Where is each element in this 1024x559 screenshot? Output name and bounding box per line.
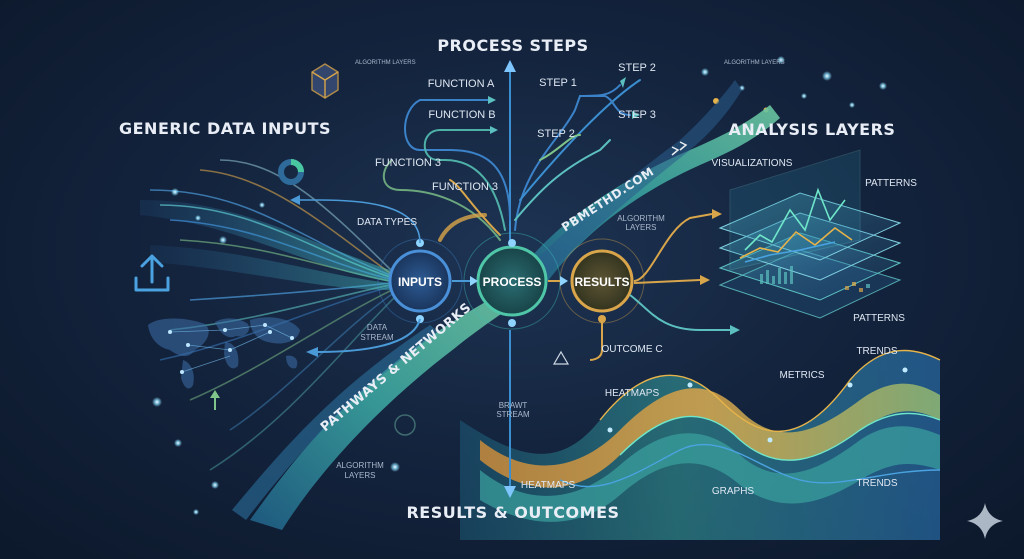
label-step-2-top: STEP 2	[618, 62, 656, 74]
label-brawt-stream: STREAM	[496, 410, 530, 419]
analysis-arrowheads	[700, 209, 740, 335]
label-heatmaps-mid: HEATMAPS	[605, 388, 660, 399]
wave-markers	[607, 367, 908, 443]
process-node-label: PROCESS	[483, 275, 542, 289]
label-function-3-left: FUNCTION 3	[375, 157, 441, 169]
label-patterns-bottom: PATTERNS	[853, 313, 905, 324]
branch-arrowheads	[488, 77, 640, 134]
label-data-types: DATA TYPES	[357, 217, 417, 228]
analysis-mini-charts	[739, 187, 853, 263]
input-stream-ribbons	[140, 200, 390, 290]
label-function-b: FUNCTION B	[428, 109, 495, 121]
process-node: PROCESS	[476, 245, 548, 317]
label-data: DATA	[367, 323, 388, 332]
label-visualizations: VISUALIZATIONS	[712, 158, 793, 169]
label-trends-top: TRENDS	[856, 346, 897, 357]
title-process-steps: PROCESS STEPS	[437, 36, 588, 55]
label-algorithm-layers-top-left: ALGORITHM LAYERS	[355, 60, 416, 66]
label-step-1: STEP 1	[539, 77, 577, 89]
results-to-analysis-arrows	[589, 213, 730, 361]
world-map-graphic	[148, 317, 300, 389]
analysis-layer-stack	[718, 149, 902, 319]
label-stream: STREAM	[360, 333, 394, 342]
label-heatmaps-bottom: HEATMAPS	[521, 480, 576, 491]
ribbon-chevrons	[671, 141, 688, 156]
sparkle-icon	[967, 503, 1003, 539]
analysis-bars	[760, 266, 870, 292]
glow-dots	[152, 56, 887, 515]
label-layers-mid: LAYERS	[626, 223, 657, 232]
warning-triangle-icon	[552, 350, 570, 365]
label-brawt: BRAWT	[499, 401, 528, 410]
label-step-3: STEP 3	[618, 109, 656, 121]
inputs-node: INPUTS	[388, 249, 452, 313]
process-branches	[382, 71, 641, 261]
process-arrow-up	[504, 60, 516, 72]
label-algorithm-layers-top-right: ALGORITHM LAYERS	[724, 60, 785, 66]
label-algorithm-bottom: ALGORITHM	[336, 461, 384, 470]
results-node-label: RESULTS	[574, 275, 629, 289]
polyhedron-icon	[311, 63, 339, 99]
label-step-2-mid: STEP 2	[537, 128, 575, 140]
label-pathways-networks: PATHWAYS & NETWORKS	[318, 300, 475, 435]
results-arrow-down	[504, 330, 516, 498]
title-generic-data-inputs: GENERIC DATA INPUTS	[119, 119, 331, 138]
trend-wave-lines	[559, 349, 941, 488]
label-trends-bottom: TRENDS	[856, 478, 897, 489]
results-node: RESULTS	[570, 249, 634, 313]
website-ribbon	[500, 80, 780, 312]
label-outcome-c: OUTCOME C	[601, 344, 662, 355]
label-metrics: METRICS	[780, 370, 825, 381]
title-results-outcomes: RESULTS & OUTCOMES	[406, 503, 619, 522]
label-function-a: FUNCTION A	[428, 78, 495, 90]
world-map-nodes	[168, 323, 294, 374]
upload-icon	[134, 254, 170, 292]
label-algorithm-mid: ALGORITHM	[617, 214, 665, 223]
label-function-3-center: FUNCTION 3	[432, 181, 498, 193]
title-analysis-layers: ANALYSIS LAYERS	[729, 120, 896, 139]
inputs-node-label: INPUTS	[398, 275, 442, 289]
label-patterns-top: PATTERNS	[865, 178, 917, 189]
left-arrows	[210, 195, 421, 410]
donut-chart-icon	[278, 159, 304, 185]
label-layers-bottom: LAYERS	[345, 471, 376, 480]
label-graphs: GRAPHS	[712, 486, 755, 497]
pathways-ribbon	[232, 290, 518, 530]
